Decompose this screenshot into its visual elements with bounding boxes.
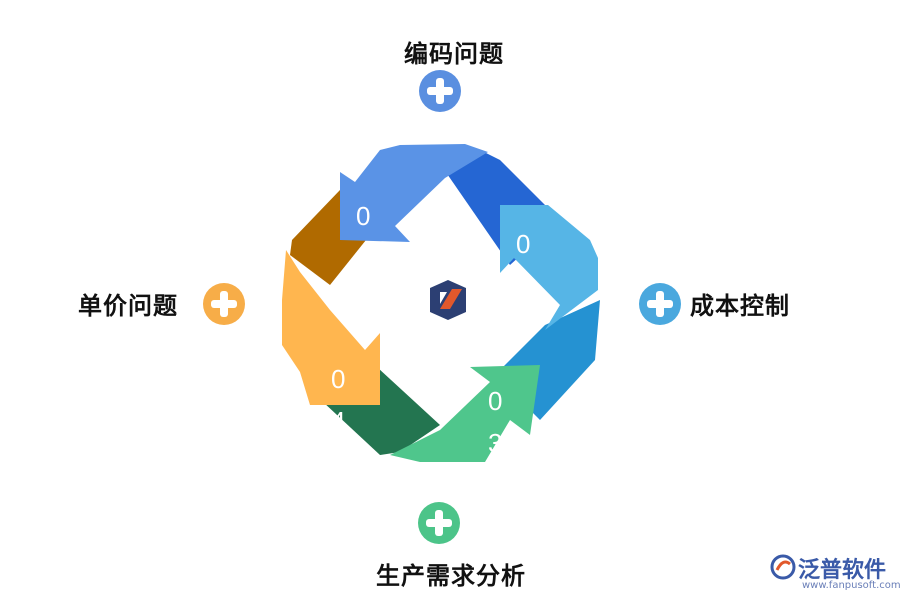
- segment-02-digit-2: 2: [516, 272, 530, 302]
- label-cost-control: 成本控制: [690, 292, 790, 320]
- plus-icon[interactable]: [418, 502, 460, 544]
- plus-icon[interactable]: [203, 283, 245, 325]
- fanpu-logo-icon: [770, 554, 796, 580]
- plus-icon[interactable]: [419, 70, 461, 112]
- brand-watermark: 泛普软件 www.fanpusoft.com: [770, 552, 900, 596]
- segment-03-digit-2: 3: [488, 428, 502, 458]
- arrow-01: [340, 144, 488, 242]
- label-coding-issue: 编码问题: [404, 40, 504, 68]
- brand-url: www.fanpusoft.com: [802, 580, 900, 591]
- segment-04-digit-2: 4: [331, 406, 345, 436]
- segment-02-digit-1: 0: [516, 229, 530, 259]
- hexagon-logo-icon: [430, 280, 466, 320]
- segment-04-digit-1: 0: [331, 364, 345, 394]
- segment-01-digit-1: 0: [356, 201, 370, 231]
- label-production-demand: 生产需求分析: [376, 562, 526, 590]
- plus-icon[interactable]: [639, 283, 681, 325]
- segment-03-digit-1: 0: [488, 386, 502, 416]
- arrow-03: [390, 365, 540, 462]
- label-unit-price-issue: 单价问题: [78, 292, 178, 320]
- segment-01-digit-2: 1: [357, 244, 371, 274]
- arrow-04: [282, 250, 380, 405]
- brand-name: 泛普软件: [798, 558, 887, 583]
- arrow-02: [500, 205, 598, 330]
